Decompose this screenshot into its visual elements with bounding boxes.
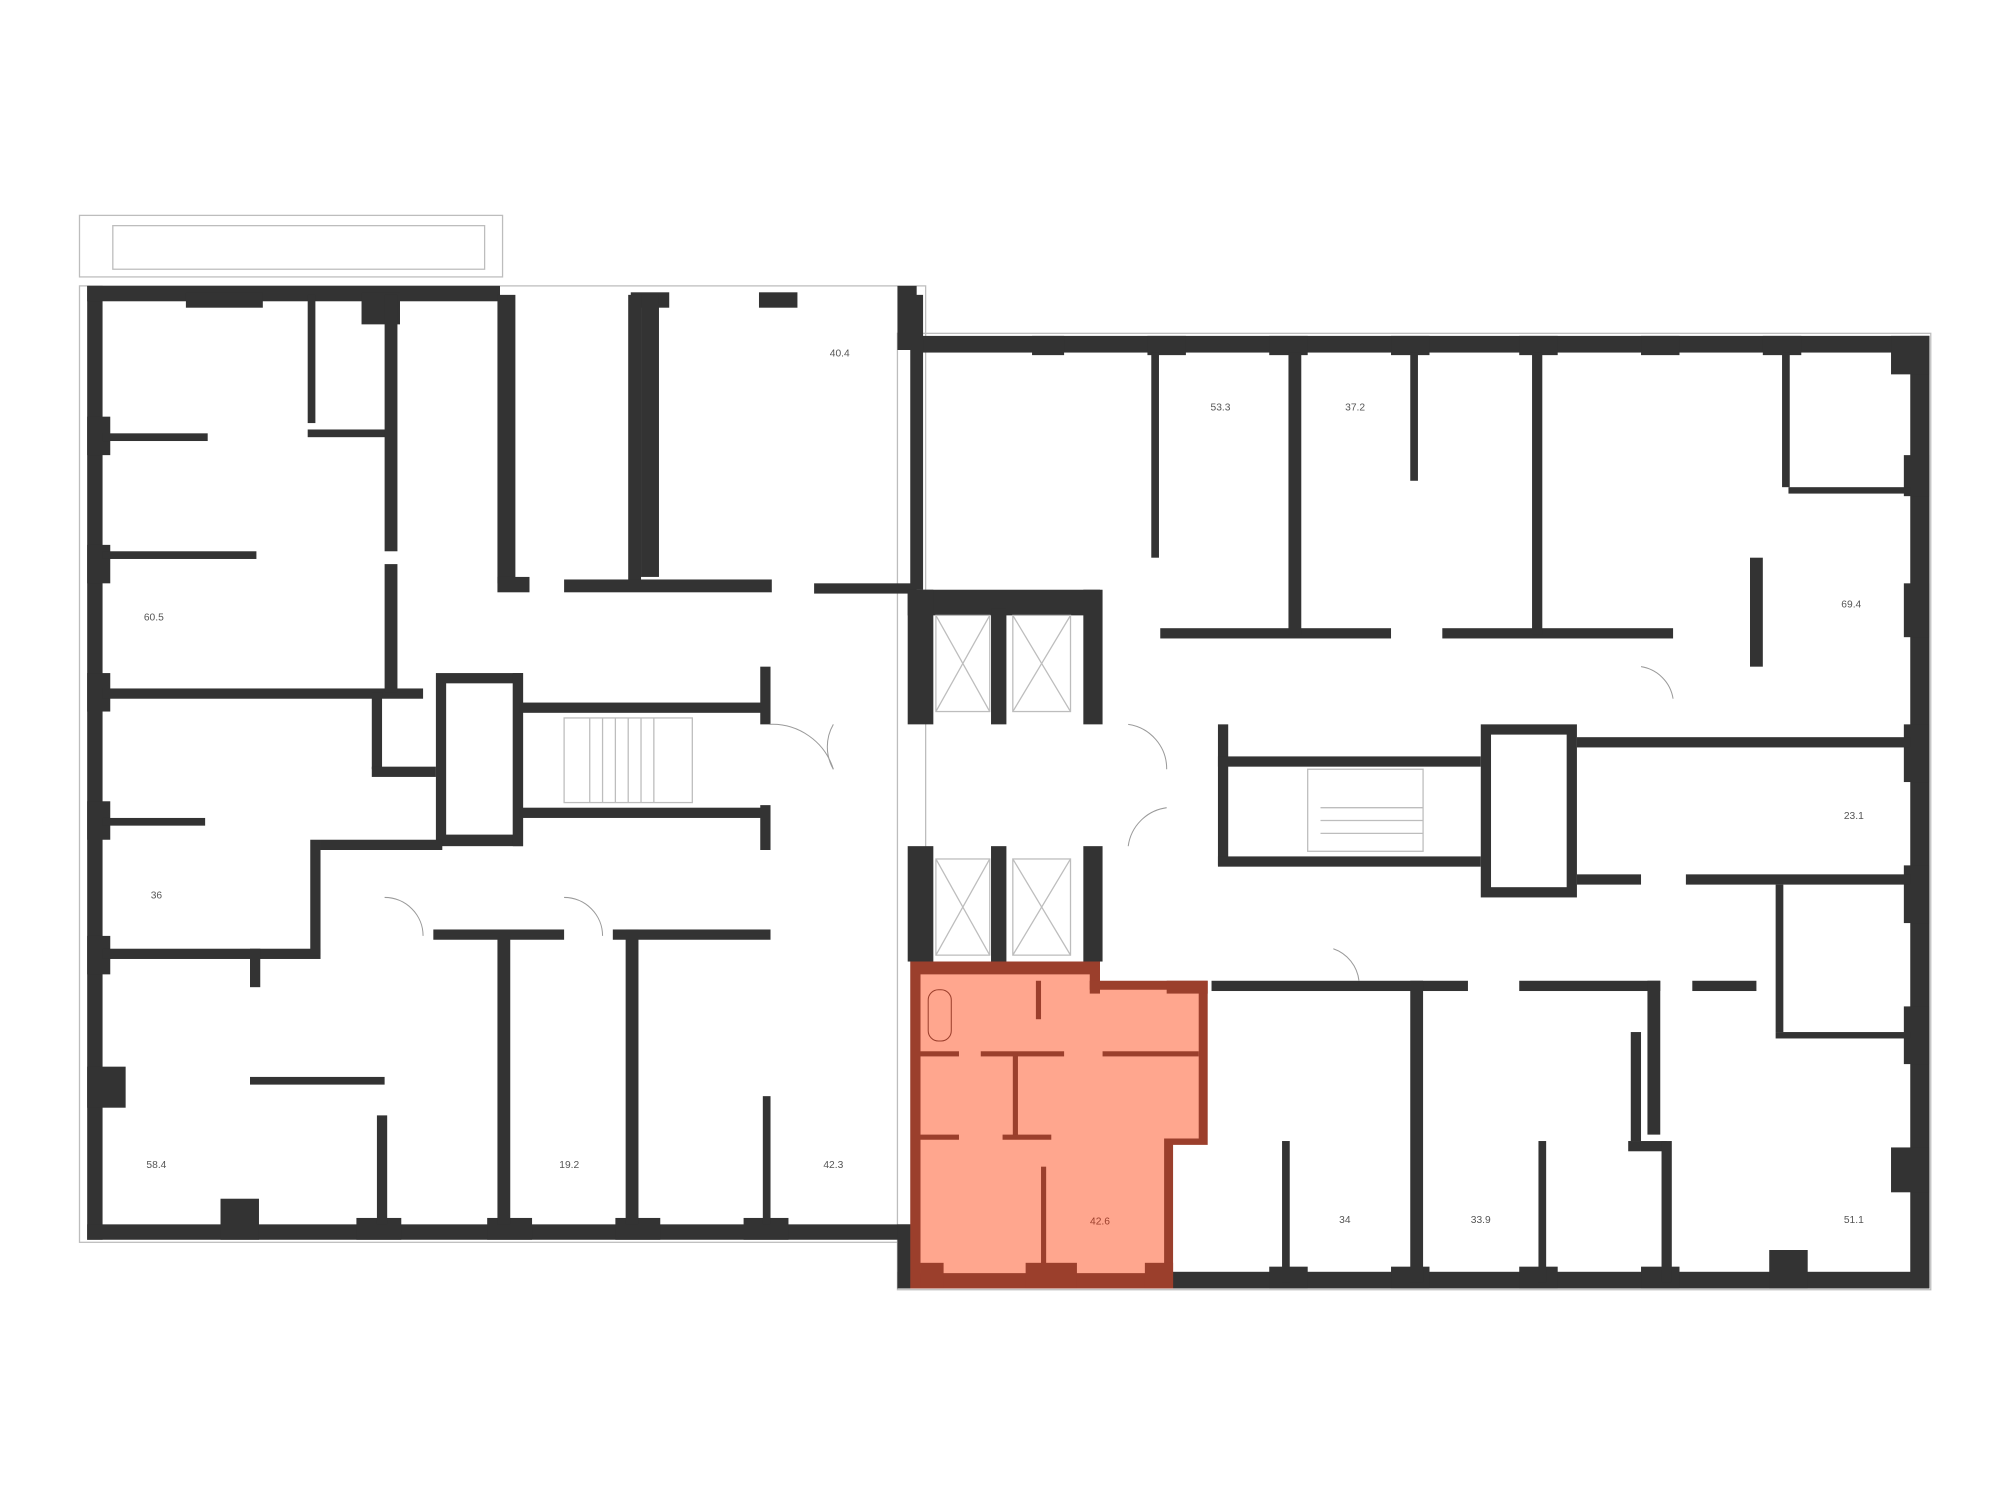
- area-labels: 40.4 53.3 37.2 60.5 69.4 36 23.1 58.4 19…: [144, 348, 1864, 1227]
- apartment-area-label: 69.4: [1841, 600, 1861, 611]
- elevators: [935, 614, 1072, 956]
- right-block-outline: [896, 332, 1932, 1291]
- apartment-selected[interactable]: [910, 961, 1208, 1289]
- apartment-area-label: 40.4: [830, 348, 850, 359]
- stair-left: [563, 717, 693, 804]
- apartment-area-label: 42.3: [823, 1160, 843, 1171]
- selected-apartment-area-label: 42.6: [1090, 1216, 1110, 1227]
- balcony-outline: [78, 214, 504, 278]
- apartment-area-label: 36: [151, 891, 163, 902]
- apartment-area-label: 34: [1339, 1215, 1351, 1226]
- door-swings: [384, 666, 1674, 981]
- apartment-area-label: 37.2: [1345, 402, 1365, 413]
- stair-right: [1307, 768, 1424, 852]
- apartment-area-label: 33.9: [1471, 1215, 1491, 1226]
- apartment-area-label: 23.1: [1844, 811, 1864, 822]
- apartment-area-label: 53.3: [1211, 402, 1231, 413]
- apartment-area-label: 51.1: [1844, 1215, 1864, 1226]
- apartment-area-label: 19.2: [559, 1160, 579, 1171]
- balcony-inner: [112, 225, 486, 270]
- left-block-outline: [78, 285, 927, 1243]
- apartment-area-label: 60.5: [144, 613, 164, 624]
- apartment-area-label: 58.4: [146, 1160, 166, 1171]
- interior-walls: [102, 294, 1911, 1283]
